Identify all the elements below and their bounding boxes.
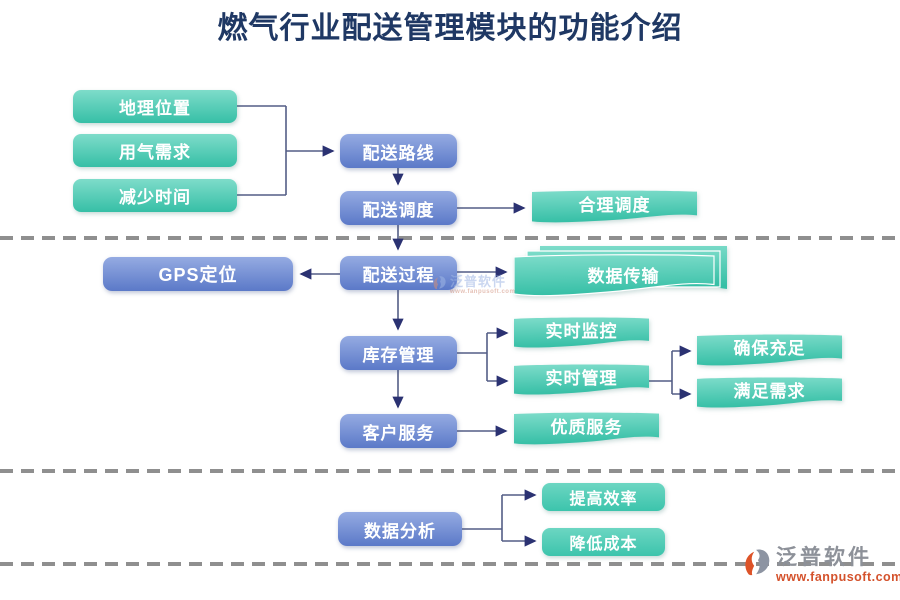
node-reduce-cost: 降低成本 <box>542 528 665 556</box>
node-ensure-sufficiency: 确保充足 <box>697 334 842 369</box>
node-delivery-dispatch: 配送调度 <box>340 191 457 225</box>
node-improve-efficiency: 提高效率 <box>542 483 665 511</box>
node-delivery-route: 配送路线 <box>340 134 457 168</box>
dashed-separator-3 <box>0 562 900 566</box>
watermark-site: www.fanpusoft.com <box>450 289 516 295</box>
node-delivery-process: 配送过程 <box>340 256 457 290</box>
fanpu-logo-icon <box>745 549 770 576</box>
logo-site-text: www.fanpusoft.com <box>776 570 900 584</box>
node-label: 优质服务 <box>550 417 623 437</box>
dashed-separator-2 <box>0 469 900 473</box>
fanpu-logo: 泛普软件 www.fanpusoft.com <box>742 546 900 584</box>
node-label: 减少时间 <box>119 188 191 207</box>
node-label: 合理调度 <box>578 195 651 215</box>
node-label: 提高效率 <box>569 491 638 508</box>
node-label: 配送调度 <box>362 200 435 220</box>
node-label: 配送过程 <box>362 265 435 285</box>
watermark: 泛普软件 www.fanpusoft.com <box>432 275 515 295</box>
page-title: 燃气行业配送管理模块的功能介绍 <box>217 12 683 45</box>
dashed-separator-1 <box>0 236 900 240</box>
node-label: 满足需求 <box>733 381 806 401</box>
node-reduce-time: 减少时间 <box>73 179 237 212</box>
node-meet-demand: 满足需求 <box>697 377 842 411</box>
node-geographic-location: 地理位置 <box>73 90 237 123</box>
node-label: 降低成本 <box>569 536 638 553</box>
node-gps-positioning: GPS定位 <box>103 257 293 291</box>
node-realtime-management: 实时管理 <box>514 364 649 398</box>
node-data-analysis: 数据分析 <box>338 512 462 546</box>
node-label: 实时监控 <box>545 321 618 341</box>
logo-brand-text: 泛普软件 <box>776 546 872 569</box>
node-data-transmission: 数据传输 <box>514 246 727 298</box>
node-inventory-management: 库存管理 <box>340 336 457 370</box>
node-reasonable-dispatch: 合理调度 <box>532 190 697 226</box>
watermark-brand: 泛普软件 <box>450 274 507 289</box>
node-label: 库存管理 <box>362 345 435 365</box>
fanpu-watermark-icon <box>433 276 446 290</box>
node-label: 数据传输 <box>587 266 660 286</box>
node-label: 数据分析 <box>364 521 436 541</box>
node-gas-demand: 用气需求 <box>73 134 237 167</box>
node-customer-service: 客户服务 <box>340 414 457 448</box>
node-quality-service: 优质服务 <box>514 412 659 448</box>
stacked-sheets-shape <box>514 246 727 297</box>
node-label: 用气需求 <box>119 143 191 162</box>
node-realtime-monitoring: 实时监控 <box>514 317 649 351</box>
node-label: 地理位置 <box>119 99 191 118</box>
node-label: 客户服务 <box>362 423 435 443</box>
node-label: 确保充足 <box>733 339 806 358</box>
node-label: 实时管理 <box>545 368 618 388</box>
node-label: 配送路线 <box>362 143 435 163</box>
node-label: GPS定位 <box>158 265 238 285</box>
